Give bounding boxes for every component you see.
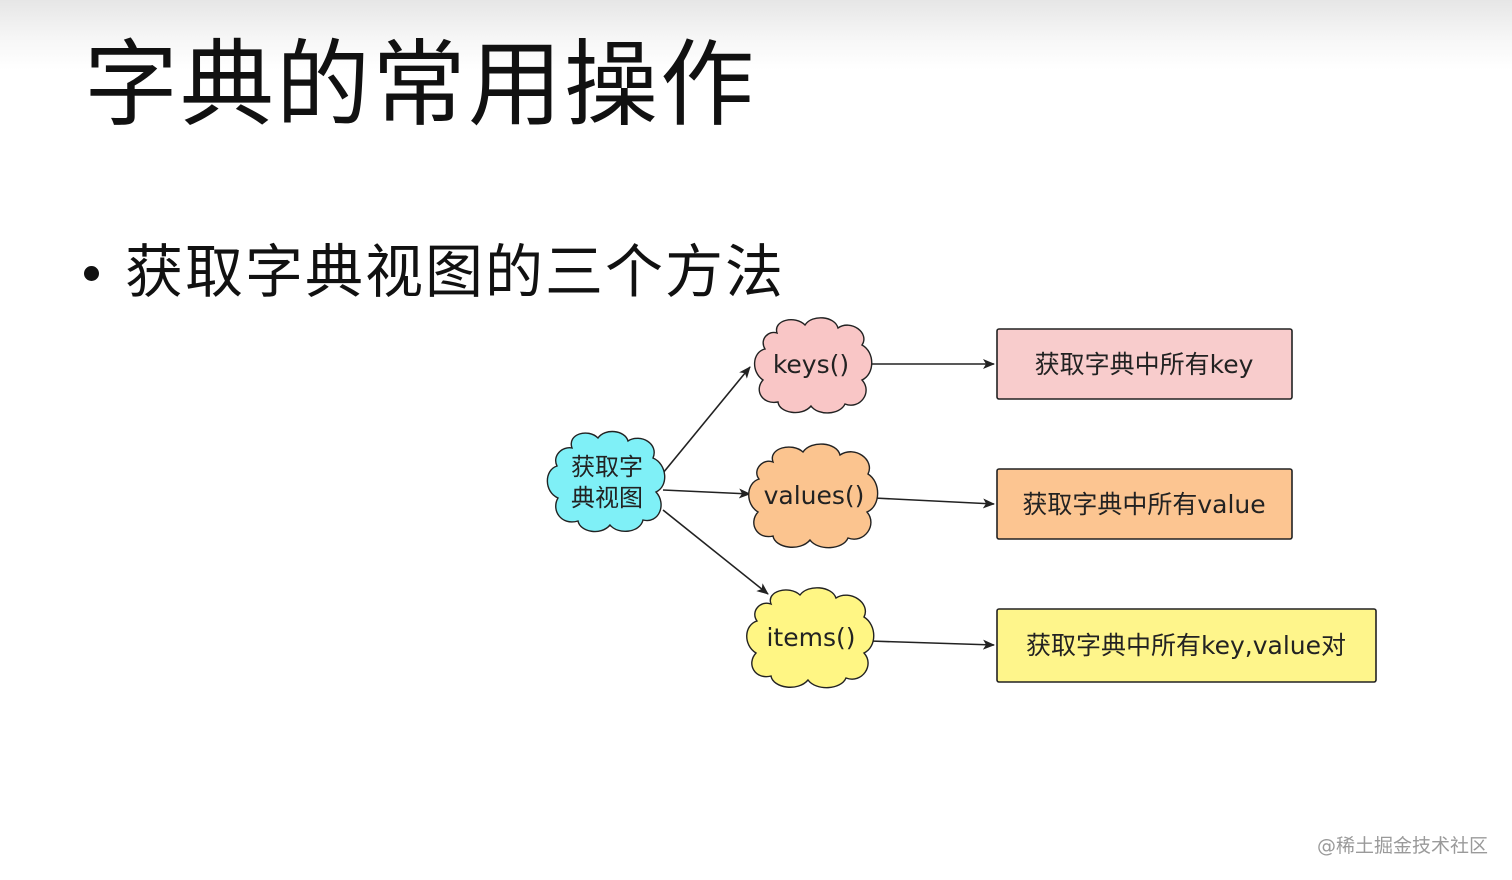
bullet-item: 获取字典视图的三个方法 — [84, 238, 785, 308]
bullet-dot-icon — [84, 266, 99, 282]
items-cloud-node: items() — [746, 587, 875, 689]
keys-cloud-shape — [753, 317, 873, 414]
keys-description-text: 获取字典中所有key — [1035, 350, 1254, 379]
items-description-rect — [996, 608, 1377, 683]
keys-description-box: 获取字典中所有key — [996, 328, 1293, 400]
items-cloud-shape — [746, 587, 875, 689]
slide-title: 字典的常用操作 — [84, 31, 757, 140]
arrow-root-to-items — [662, 509, 769, 595]
keys-description-rect — [996, 328, 1293, 400]
root-label-line1: 获取字 — [571, 453, 643, 481]
values-description-box: 获取字典中所有value — [996, 468, 1293, 540]
values-description-text: 获取字典中所有value — [1022, 490, 1265, 519]
keys-method-label: keys() — [773, 350, 849, 379]
items-description-text: 获取字典中所有key,value对 — [1026, 631, 1346, 660]
items-method-label: items() — [766, 623, 855, 652]
watermark: @稀土掘金技术社区 — [1316, 835, 1488, 857]
values-cloud-node: values() — [748, 443, 879, 549]
root-label-line2: 典视图 — [571, 484, 643, 512]
items-description-box: 获取字典中所有key,value对 — [996, 608, 1377, 683]
keys-cloud-node: keys() — [753, 317, 873, 414]
values-description-rect — [996, 468, 1293, 540]
root-cloud-shape — [546, 430, 666, 533]
root-cloud-node: 获取字 典视图 — [546, 430, 666, 533]
arrow-root-to-keys — [662, 366, 751, 474]
bullet-text: 获取字典视图的三个方法 — [125, 238, 786, 306]
arrow-items-to-description — [869, 639, 995, 650]
values-method-label: values() — [764, 481, 865, 510]
arrow-values-to-description — [873, 497, 995, 509]
values-cloud-shape — [748, 443, 879, 549]
arrow-root-to-values — [662, 488, 751, 499]
